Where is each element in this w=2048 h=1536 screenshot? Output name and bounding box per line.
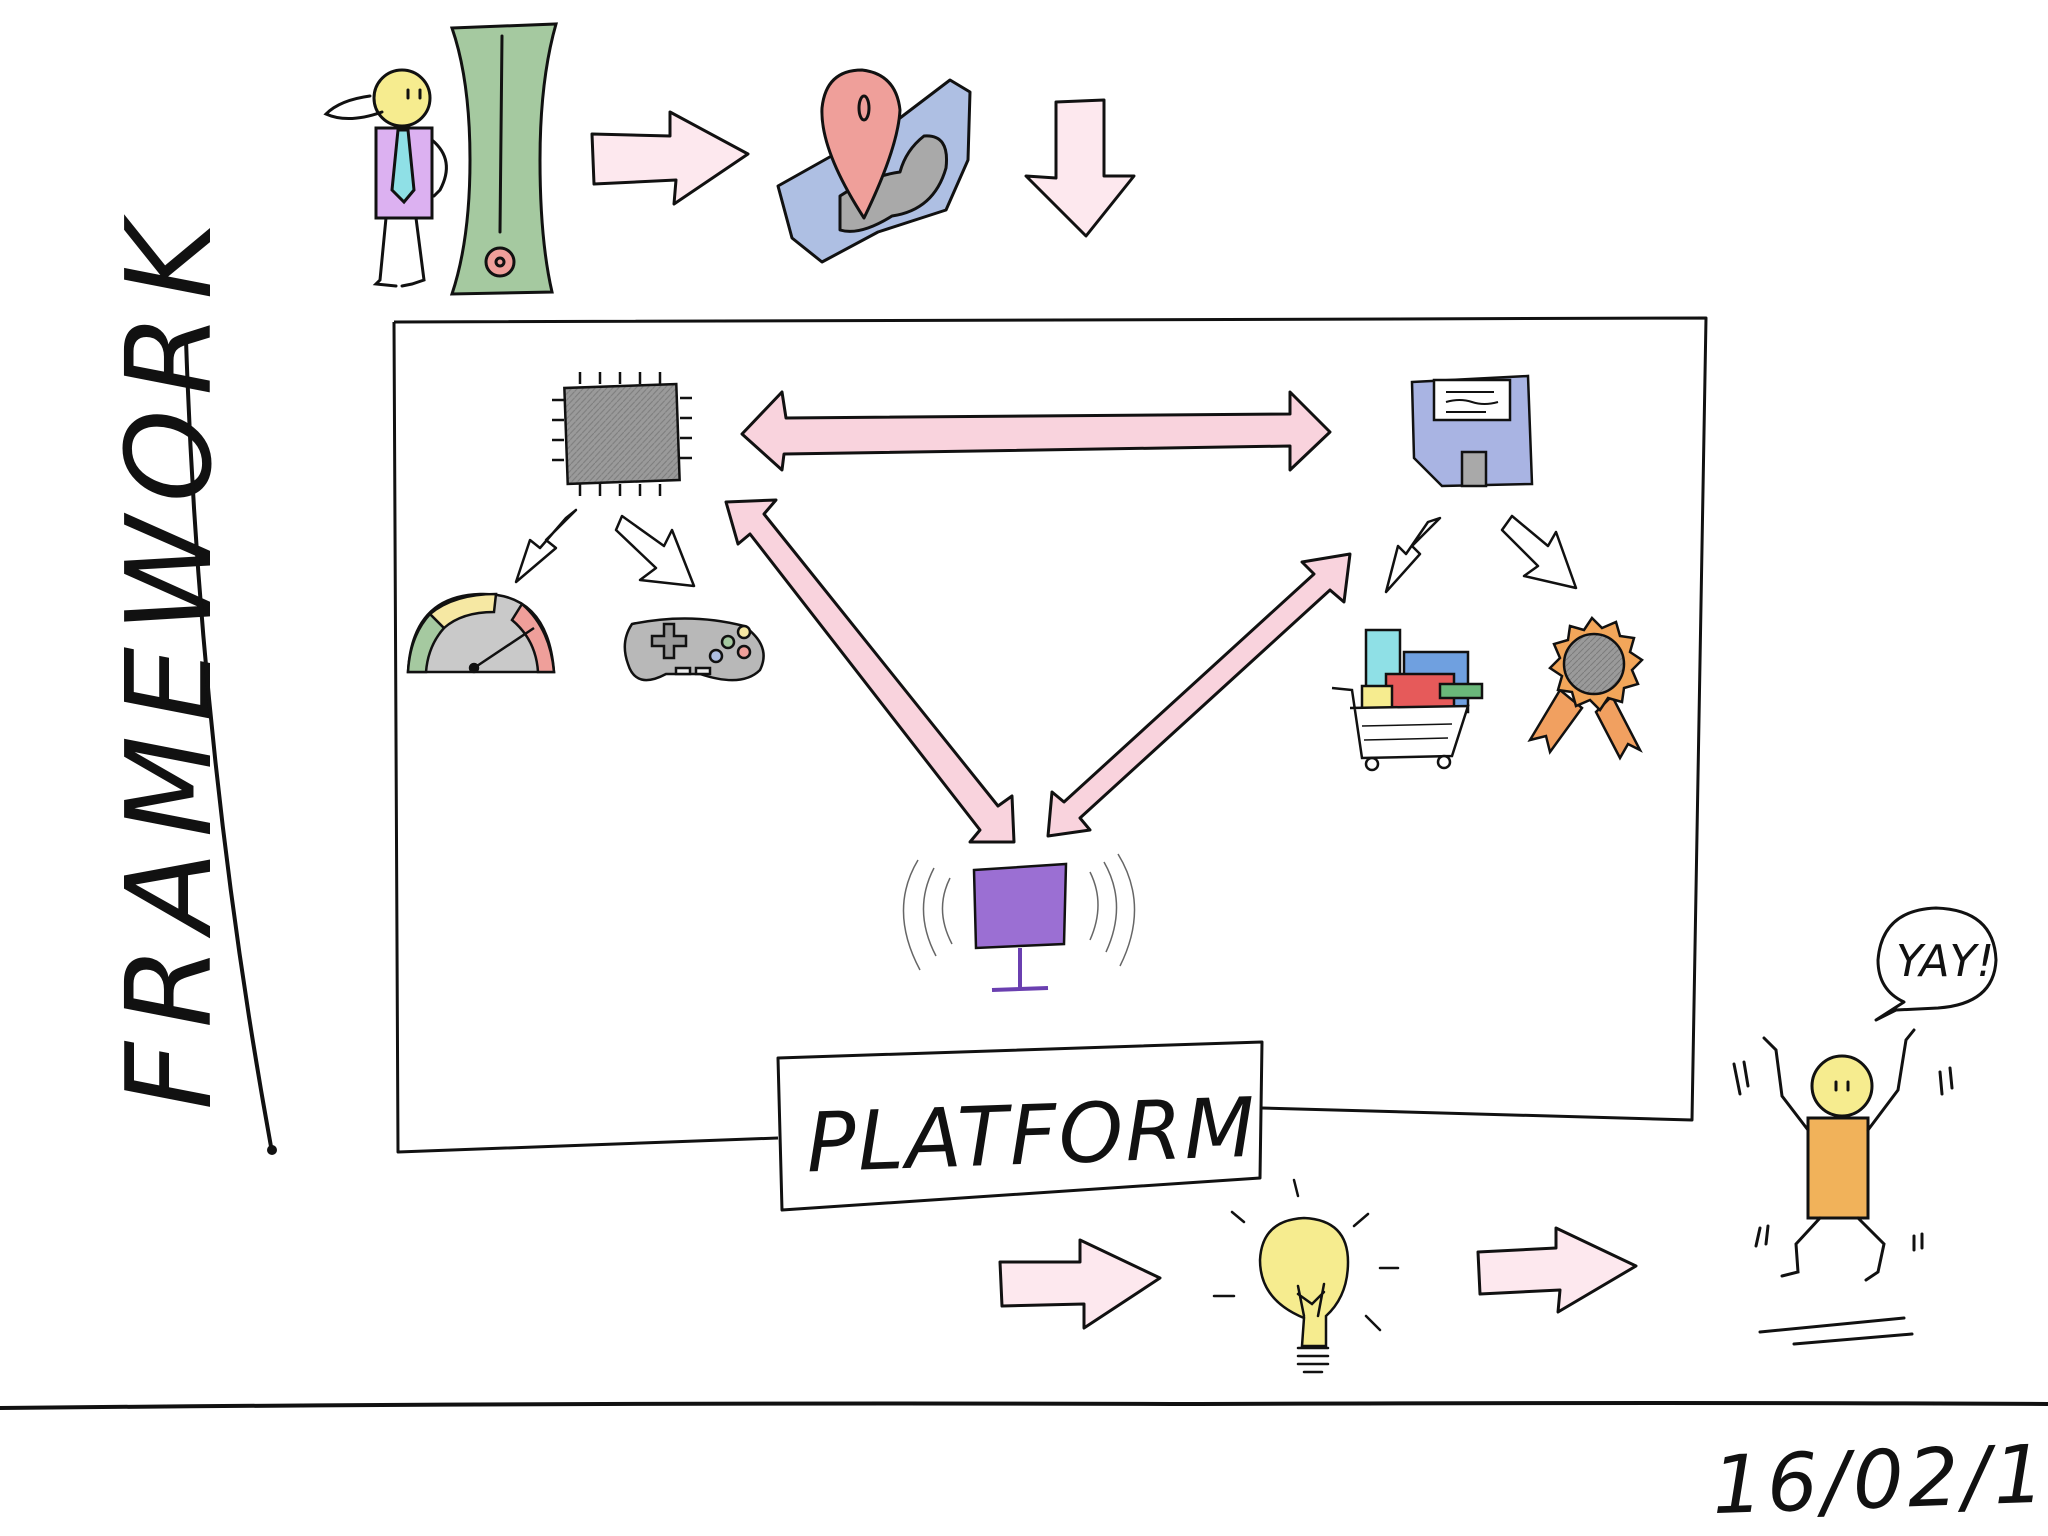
award-rosette-icon	[1527, 616, 1644, 761]
platform-box: PLATFORM	[776, 1040, 1264, 1212]
speech-bubble: YAY!	[1874, 906, 1998, 1022]
floppy-disk-icon	[1410, 374, 1534, 488]
gamepad-icon	[623, 617, 765, 682]
framework-title-text: FRAMEWORK	[100, 208, 238, 1110]
processor-chip-icon	[552, 372, 692, 496]
arrow-down-1-icon	[1024, 98, 1136, 238]
exclamation-pole-icon	[449, 22, 559, 296]
arrow-right-2-icon	[998, 1238, 1162, 1330]
date-label: 16/02/17	[1710, 1426, 2048, 1533]
framework-box	[392, 316, 1708, 1154]
arrow-right-3-icon	[1476, 1226, 1638, 1314]
ground-line	[0, 1401, 2048, 1410]
arrow-chip-left-icon	[514, 508, 578, 584]
arrow-floppy-right-icon	[1500, 514, 1578, 590]
jumping-person-icon	[1732, 1028, 1954, 1346]
shopping-cart-icon	[1331, 628, 1484, 772]
broadcast-monitor-icon	[902, 853, 1136, 992]
platform-label: PLATFORM	[805, 1081, 1259, 1192]
double-arrow-floppy-monitor-icon	[1046, 552, 1352, 838]
arrow-floppy-left-icon	[1384, 516, 1442, 594]
arrow-right-1-icon	[590, 110, 750, 206]
arrow-chip-right-icon	[614, 514, 696, 588]
double-arrow-chip-floppy-icon	[740, 390, 1332, 472]
map-pin-icon	[776, 68, 972, 264]
thinking-person-icon	[323, 68, 448, 288]
speech-bubble-text: YAY!	[1896, 936, 1994, 987]
framework-title: FRAMEWORK	[100, 208, 277, 1155]
double-arrow-chip-monitor-icon	[724, 498, 1016, 844]
speedometer-icon	[406, 592, 556, 674]
light-bulb-icon	[1212, 1178, 1400, 1374]
